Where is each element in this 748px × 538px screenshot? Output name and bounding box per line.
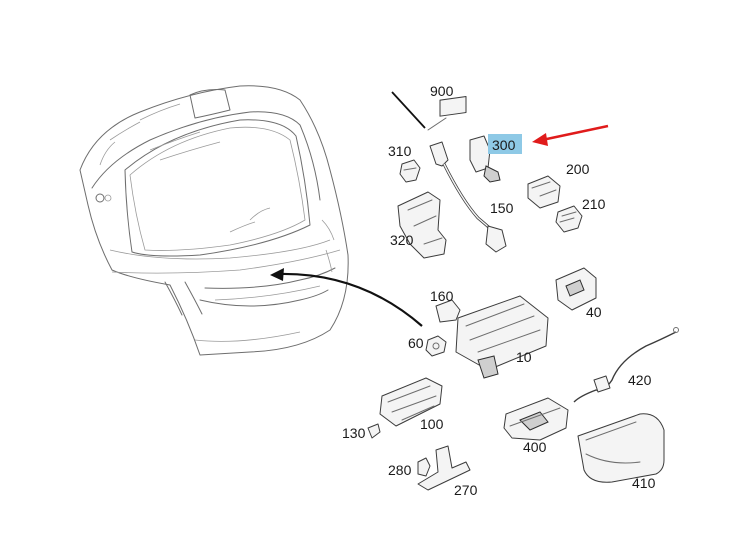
label-160: 160 (430, 288, 454, 304)
part-300-connector (469, 135, 501, 183)
highlight-box-300 (488, 134, 522, 154)
part-270-striker (417, 445, 471, 491)
part-280-screw (417, 457, 431, 477)
label-280: 280 (388, 462, 412, 478)
label-10: 10 (516, 349, 532, 365)
part-310-clip (399, 159, 421, 183)
part-160-cap (435, 299, 461, 323)
part-400-lock-actuator (503, 397, 569, 441)
label-900: 900 (430, 83, 454, 99)
label-130: 130 (342, 425, 366, 441)
label-210: 210 (582, 196, 606, 212)
label-60: 60 (408, 335, 424, 351)
part-130-screw (367, 423, 381, 439)
part-320-bracket (397, 191, 447, 259)
label-320: 320 (390, 232, 414, 248)
label-420: 420 (628, 372, 652, 388)
part-10-handle-housing (455, 295, 549, 379)
tailgate-outline (79, 85, 349, 356)
label-200: 200 (566, 161, 590, 177)
label-40: 40 (586, 304, 602, 320)
part-410-cover (577, 413, 665, 483)
label-270: 270 (454, 482, 478, 498)
label-310: 310 (388, 143, 412, 159)
part-210-connector (555, 205, 583, 233)
label-300: 300 (492, 137, 516, 153)
label-100: 100 (420, 416, 444, 432)
part-420-cable (573, 327, 679, 403)
part-60-nut (425, 335, 447, 357)
label-410: 410 (632, 475, 656, 491)
part-100-latch (379, 377, 443, 427)
highlight-pointer-arrow (532, 124, 609, 146)
label-400: 400 (523, 439, 547, 455)
part-40-switch (555, 267, 597, 311)
part-labels: 900 300 310 200 150 210 320 160 40 60 10… (342, 83, 656, 498)
label-150: 150 (490, 200, 514, 216)
part-150-wiring-harness (429, 141, 507, 253)
part-200-bracket (527, 175, 561, 209)
assembly-direction-arrow (270, 268, 423, 327)
part-900-cable (391, 91, 467, 131)
